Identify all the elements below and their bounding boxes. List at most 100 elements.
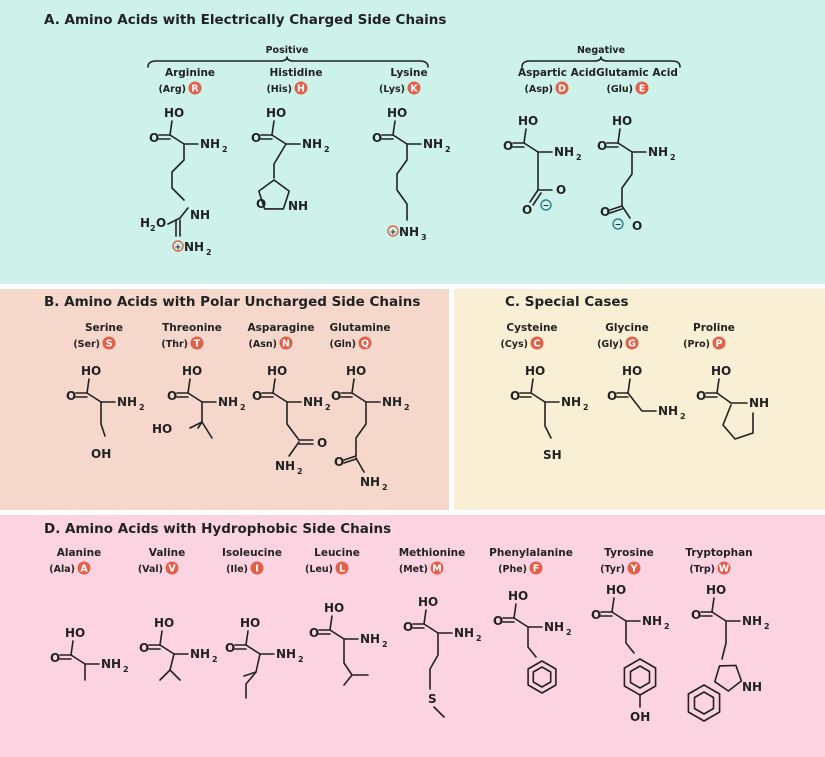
section-b-title: B. Amino Acids with Polar Uncharged Side… <box>44 294 420 310</box>
carbonyl-oxygen: O <box>403 620 413 634</box>
amine-group: NH <box>648 145 668 159</box>
amino-acid-name: Tryptophan <box>685 547 752 559</box>
carbonyl-oxygen: O <box>50 651 60 665</box>
letter-badge <box>407 81 421 95</box>
bond <box>169 134 185 145</box>
amino-acid-name: Proline <box>693 322 735 334</box>
carboxylate-oxygen: O <box>600 205 610 219</box>
amino-acid-name: Aspartic Acid <box>518 67 596 79</box>
subscript: 2 <box>566 628 572 637</box>
one-letter-code: I <box>255 564 259 575</box>
amino-acid-name: Histidine <box>270 67 323 79</box>
amino-acid-label: Aspartic Acid(Asp)D <box>518 67 596 95</box>
hydroxyl-group: OH <box>630 710 650 724</box>
bond <box>625 620 635 654</box>
hydroxyl-group: HO <box>711 364 731 378</box>
amine-group: NH <box>200 137 220 151</box>
three-letter-code: (Tyr) <box>600 564 625 575</box>
letter-badge <box>190 336 204 350</box>
carbonyl-oxygen: O <box>331 389 341 403</box>
letter-badge <box>188 81 202 95</box>
bond <box>171 143 185 201</box>
carbonyl-oxygen: O <box>225 641 235 655</box>
one-letter-code: L <box>339 564 345 575</box>
imine-group: NH <box>190 208 210 222</box>
letter-badge <box>77 561 91 575</box>
subscript: 2 <box>404 403 410 412</box>
subscript: 2 <box>298 655 304 664</box>
bond <box>329 629 345 640</box>
section-a-background <box>0 0 825 286</box>
three-letter-code: (Cys) <box>500 339 528 350</box>
amine-group: NH <box>642 614 662 628</box>
carbonyl-oxygen: O <box>510 389 520 403</box>
amine-n: O <box>156 216 166 230</box>
subscript: 2 <box>445 145 451 154</box>
guanidinium-nh2: NH <box>184 240 204 254</box>
one-letter-code: C <box>534 339 541 350</box>
carbonyl-oxygen: O <box>607 389 617 403</box>
bond <box>396 143 408 221</box>
bond <box>621 151 633 207</box>
carbonyl-oxygen: O <box>251 131 261 145</box>
bond <box>716 378 720 394</box>
minus-sign: − <box>615 220 622 229</box>
bond <box>343 455 357 461</box>
negative-charge-icon <box>612 218 624 230</box>
amine-group: NH <box>561 395 581 409</box>
three-letter-code: (Gln) <box>329 339 356 350</box>
bond <box>513 617 529 628</box>
plus-sign: + <box>175 243 182 252</box>
amine-group: NH <box>218 395 238 409</box>
thioether-sulfur: S <box>428 692 437 706</box>
hydroxyl-group: HO <box>65 626 85 640</box>
amino-acid-label: Cysteine(Cys)C <box>500 322 557 350</box>
letter-badge <box>335 561 349 575</box>
amine-group: H <box>140 216 150 230</box>
hydroxyl-group: HO <box>525 364 545 378</box>
amino-acid-label: Phenylalanine(Phe)F <box>489 547 573 575</box>
one-letter-code: S <box>106 339 113 350</box>
ring-n: O <box>256 197 266 211</box>
bond <box>716 392 732 404</box>
bond <box>70 640 74 656</box>
subscript: 2 <box>325 403 331 412</box>
bond <box>329 615 333 631</box>
carboxylate-oxygen: O <box>522 203 532 217</box>
bond <box>351 392 367 403</box>
amino-acid-label: Isoleucine(Ile)I <box>222 547 282 575</box>
section-divider <box>0 510 825 515</box>
section-divider <box>449 286 454 512</box>
hydroxyl-group: HO <box>324 601 344 615</box>
amino-acid-name: Glycine <box>605 322 648 334</box>
bond <box>529 189 539 203</box>
section-c-title: C. Special Cases <box>505 294 629 310</box>
letter-badge <box>627 561 641 575</box>
bond <box>187 378 191 394</box>
bond <box>351 378 355 394</box>
bond <box>343 674 353 686</box>
amine-group: NH <box>303 395 323 409</box>
positive-charge-icon <box>387 225 399 237</box>
letter-badge <box>430 561 444 575</box>
subscript: 2 <box>576 153 582 162</box>
bond <box>627 392 657 412</box>
amino-acid-name: Threonine <box>162 322 222 334</box>
bond <box>355 401 367 457</box>
amino-acid-name: Alanine <box>57 547 101 559</box>
one-letter-code: Q <box>361 339 369 350</box>
carbonyl-oxygen: O <box>493 614 503 628</box>
letter-badge <box>625 336 639 350</box>
